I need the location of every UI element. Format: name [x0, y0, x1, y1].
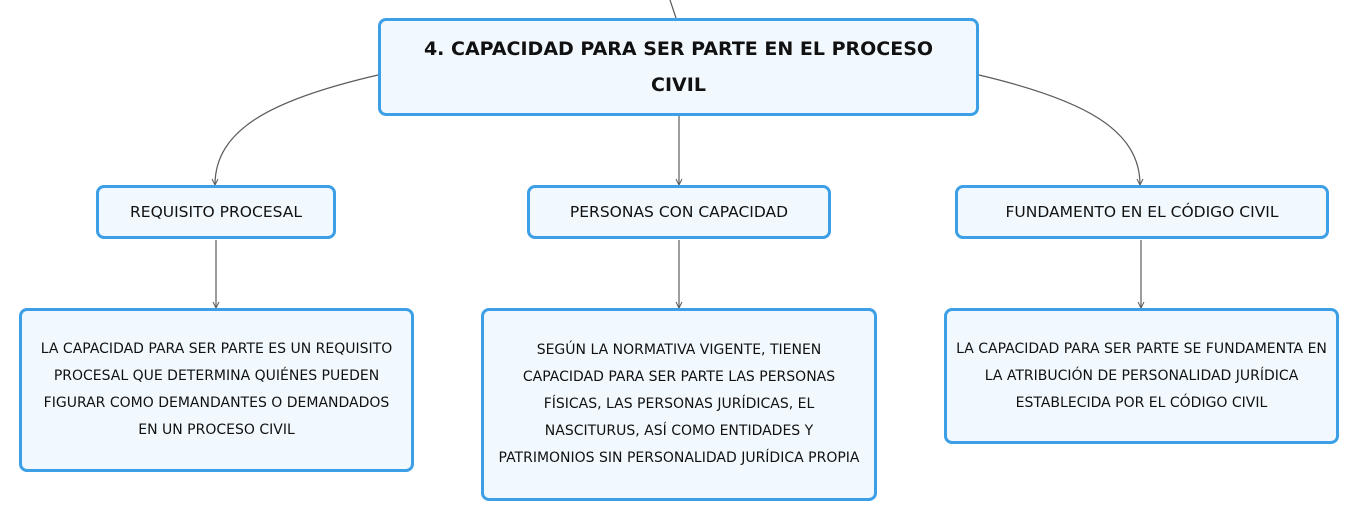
connector-root-to-requisito: [215, 74, 379, 185]
detail-text: LA CAPACIDAD PARA SER PARTE ES UN REQUIS…: [40, 341, 393, 438]
branch-label: FUNDAMENTO EN EL CÓDIGO CIVIL: [1005, 203, 1279, 221]
detail-text: SEGÚN LA NORMATIVA VIGENTE, TIENEN CAPAC…: [498, 342, 860, 466]
detail-node-fundamento-codigo-civil[interactable]: LA CAPACIDAD PARA SER PARTE SE FUNDAMENT…: [944, 308, 1339, 444]
detail-text: LA CAPACIDAD PARA SER PARTE SE FUNDAMENT…: [956, 340, 1327, 411]
connector-root-to-fundamento: [978, 74, 1140, 185]
branch-label: PERSONAS CON CAPACIDAD: [569, 203, 789, 221]
branch-node-requisito-procesal[interactable]: REQUISITO PROCESAL: [96, 185, 336, 239]
detail-node-personas-con-capacidad[interactable]: SEGÚN LA NORMATIVA VIGENTE, TIENEN CAPAC…: [481, 308, 877, 501]
branch-node-fundamento-codigo-civil[interactable]: FUNDAMENTO EN EL CÓDIGO CIVIL: [955, 185, 1329, 239]
branch-label: REQUISITO PROCESAL: [130, 203, 302, 221]
detail-node-requisito-procesal[interactable]: LA CAPACIDAD PARA SER PARTE ES UN REQUIS…: [19, 308, 414, 472]
root-topic-node[interactable]: 4. CAPACIDAD PARA SER PARTE EN EL PROCES…: [378, 18, 979, 116]
connector-parent-to-root: [669, 0, 677, 19]
branch-node-personas-con-capacidad[interactable]: PERSONAS CON CAPACIDAD: [527, 185, 831, 239]
root-topic-label: 4. CAPACIDAD PARA SER PARTE EN EL PROCES…: [423, 38, 934, 96]
